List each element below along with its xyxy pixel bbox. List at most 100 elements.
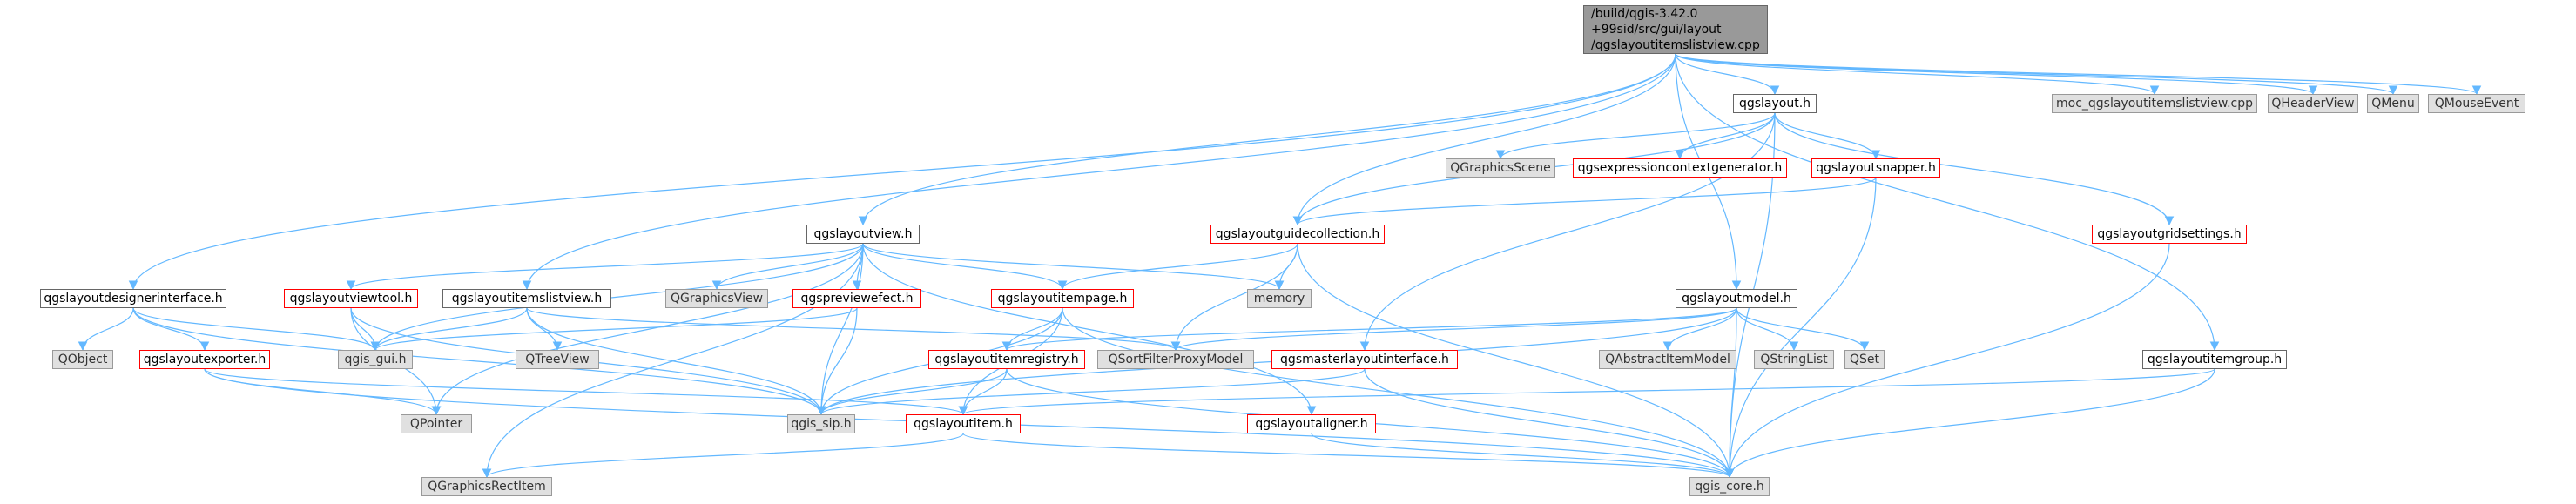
node-qgslayoutitemslistview-h[interactable]: qgslayoutitemslistview.h (442, 289, 611, 308)
edge-qgspreviewefect-to-qgis_sip (816, 307, 858, 416)
node-label: moc_qgslayoutitemslistview.cpp (2055, 97, 2253, 111)
edge-root-to-qgslayoutguidecollection (1292, 53, 1676, 226)
node-label: QHeaderView (2271, 97, 2355, 111)
edge-qgslayout_h-to-qgsexpressioncontextgenerator (1675, 112, 1776, 160)
node-label: qgspreviewefect.h (800, 292, 914, 306)
node-qgsmasterlayoutinterface-h[interactable]: qgsmasterlayoutinterface.h (1271, 350, 1458, 369)
node-qmouseevent[interactable]: QMouseEvent (2428, 94, 2525, 113)
node-moc-qgslayoutitemslistview-cpp[interactable]: moc_qgslayoutitemslistview.cpp (2052, 94, 2257, 113)
node-qgslayoutexporter-h[interactable]: qgslayoutexporter.h (139, 350, 270, 369)
node-label: QTreeView (525, 353, 590, 366)
node-label: qgslayoutdesignerinterface.h (44, 292, 223, 306)
edge-qgsdesignerinterface-to-qgis_gui (132, 307, 381, 352)
node-qgraphicsscene[interactable]: QGraphicsScene (1446, 158, 1555, 178)
node-label: QMouseEvent (2434, 97, 2519, 111)
edge-qgslayout_h-to-qgslayoutsnapper (1774, 112, 1881, 160)
edge-qgslayoutgridsettings-to-qgis_core (1724, 243, 2170, 479)
edge-qgslayoutview-to-qgslayoutaligner (862, 243, 1317, 416)
node-qobject[interactable]: QObject (52, 350, 113, 369)
edge-qgslayoutview-to-memory (862, 243, 1285, 291)
edge-qgslayoutexporter-to-qgslayoutitem (204, 368, 968, 416)
edge-root-to-qgslayoutview (858, 53, 1676, 226)
node-memory[interactable]: memory (1247, 289, 1312, 308)
node-label: qgslayoutitempage.h (997, 292, 1128, 306)
edge-qgsdesignerinterface-to-qobject (78, 307, 134, 352)
edge-root-to-qgslayoutitemgroup (1675, 53, 2220, 352)
root-line-1: /build/qgis-3.42.0 (1591, 7, 1698, 21)
node-label: QGraphicsScene (1450, 161, 1551, 175)
node-label: qgslayoutguidecollection.h (1215, 227, 1380, 241)
node-qgraphicsrectitem[interactable]: QGraphicsRectItem (421, 477, 552, 496)
edge-qgslayoutsnapper-to-qgslayoutguidecollection (1292, 177, 1877, 226)
edge-qgslayoutitemslistview_h-to-qsortfilterproxymodel (526, 307, 1181, 352)
edge-root-to-qmenu (1675, 53, 2398, 96)
root-file-node[interactable]: /build/qgis-3.42.0 +99sid/src/gui/layout… (1583, 5, 1768, 54)
node-label: qgslayoutitemregistry.h (934, 353, 1079, 366)
edge-qgsmasterlayoutinterface-to-qgis_sip (816, 368, 1366, 416)
node-qset[interactable]: QSet (1844, 350, 1885, 369)
node-qpointer[interactable]: QPointer (401, 414, 472, 433)
node-qgslayoutitem-h[interactable]: qgslayoutitem.h (906, 414, 1021, 433)
node-label: qgsexpressioncontextgenerator.h (1577, 161, 1783, 175)
node-qgraphicsview[interactable]: QGraphicsView (665, 289, 768, 308)
node-label: qgsmasterlayoutinterface.h (1280, 353, 1449, 366)
node-label: QMenu (2371, 97, 2415, 111)
edge-qgslayoutitemregistry-to-qgis_sip (816, 368, 1008, 416)
node-label: qgslayoutexporter.h (143, 353, 266, 366)
node-qsortfilterproxymodel[interactable]: QSortFilterProxyModel (1097, 350, 1254, 369)
node-qgslayoutaligner-h[interactable]: qgslayoutaligner.h (1247, 414, 1376, 433)
node-qstringlist[interactable]: QStringList (1754, 350, 1834, 369)
node-label: qgis_core.h (1695, 480, 1764, 494)
node-qgis-gui-h[interactable]: qgis_gui.h (338, 350, 413, 369)
node-qgslayoutmodel-h[interactable]: qgslayoutmodel.h (1676, 289, 1797, 308)
node-qgslayoutview-h[interactable]: qgslayoutview.h (806, 225, 920, 244)
node-qabstractitemmodel[interactable]: QAbstractItemModel (1599, 350, 1736, 369)
node-label: QStringList (1760, 353, 1828, 366)
node-qgis-sip-h[interactable]: qgis_sip.h (787, 414, 855, 433)
node-qgslayoutitempage-h[interactable]: qgslayoutitempage.h (991, 289, 1134, 308)
edge-root-to-qgslayout_h (1675, 53, 1780, 96)
edge-qgslayoutview-to-qgis_gui (370, 243, 864, 352)
edge-qgslayoutview-to-qgslayoutviewtool (346, 243, 864, 291)
node-qgslayoutitemgroup-h[interactable]: qgslayoutitemgroup.h (2142, 350, 2287, 369)
node-label: qgslayoutgridsettings.h (2097, 227, 2242, 241)
node-label: QSet (1849, 353, 1879, 366)
node-qgslayoutgridsettings-h[interactable]: qgslayoutgridsettings.h (2092, 225, 2247, 244)
node-qgspreviewefect-h[interactable]: qgspreviewefect.h (792, 289, 921, 308)
edge-root-to-moc (1675, 53, 2160, 96)
edge-qgslayoutmodel-to-qstringlist (1736, 307, 1799, 352)
edge-root-to-qmouseevent (1675, 53, 2482, 96)
edge-qgslayout_h-to-qgslayoutgridsettings (1774, 112, 2175, 226)
edge-qgslayoutitemslistview_h-to-qgis_gui (370, 307, 528, 352)
node-qgslayoutviewtool-h[interactable]: qgslayoutviewtool.h (284, 289, 418, 308)
node-label: qgslayoutaligner.h (1255, 417, 1368, 431)
node-qheaderview[interactable]: QHeaderView (2268, 94, 2358, 113)
node-qmenu[interactable]: QMenu (2367, 94, 2419, 113)
edge-qgslayoutview-to-qpointer (431, 243, 864, 416)
node-qgis-core-h[interactable]: qgis_core.h (1689, 477, 1770, 496)
node-label: QPointer (409, 417, 463, 431)
edge-qgslayoutaligner-to-qgis_core (1311, 433, 1735, 479)
node-qgslayoutsnapper-h[interactable]: qgslayoutsnapper.h (1811, 158, 1940, 178)
edge-qgslayoutguidecollection-to-qgslayoutitempage (1057, 243, 1298, 291)
node-qgslayoutdesignerinterface-h[interactable]: qgslayoutdesignerinterface.h (40, 289, 226, 308)
edge-root-to-qgslayoutitemslistview_h (522, 53, 1676, 291)
edge-qgsmasterlayoutinterface-to-qgis_core (1364, 368, 1735, 479)
node-qgsexpressioncontextgenerator-h[interactable]: qgsexpressioncontextgenerator.h (1573, 158, 1787, 178)
node-label: qgslayoutitem.h (914, 417, 1013, 431)
edge-qgslayoutitem-to-qgraphicsrectitem (482, 433, 964, 479)
node-label: QGraphicsRectItem (428, 480, 546, 494)
node-qtreeview[interactable]: QTreeView (516, 350, 599, 369)
edge-qgslayoutmodel-to-qsortfilterproxymodel (1170, 307, 1737, 352)
edge-qgslayoutmodel-to-qgis_core (1724, 307, 1737, 479)
node-qgslayoutguidecollection-h[interactable]: qgslayoutguidecollection.h (1210, 225, 1385, 244)
node-label: qgis_gui.h (344, 353, 407, 366)
node-qgslayout-h[interactable]: qgslayout.h (1733, 94, 1817, 113)
node-qgslayoutitemregistry-h[interactable]: qgslayoutitemregistry.h (928, 350, 1085, 369)
edge-qgslayoutguidecollection-to-qgis_core (1297, 243, 1735, 479)
node-label: qgslayoutitemslistview.h (451, 292, 603, 306)
edge-qgslayout_h-to-qgsmasterlayoutinterface (1359, 112, 1776, 352)
edge-qgslayoutitemslistview_h-to-qgis_sip (526, 307, 826, 416)
node-label: qgslayoutitemgroup.h (2147, 353, 2283, 366)
edge-qgslayoutitemgroup-to-qgslayoutitem (959, 368, 2215, 416)
